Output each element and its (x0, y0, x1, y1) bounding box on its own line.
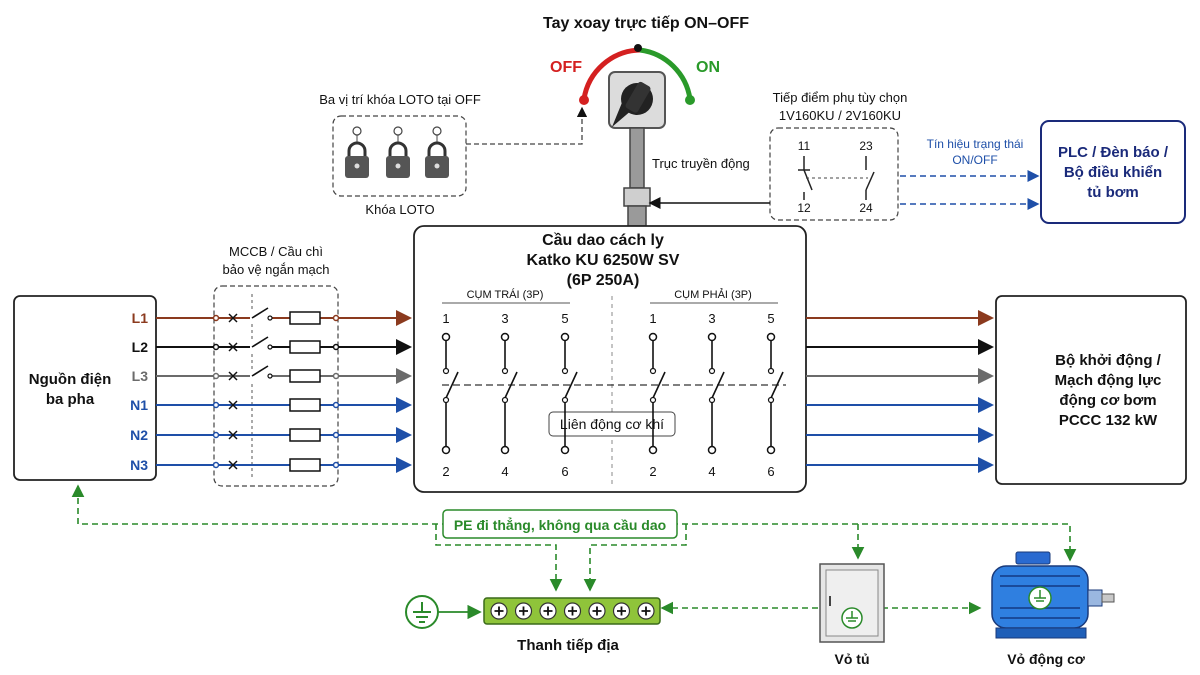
pole-3: 56 (560, 311, 578, 479)
load-line-2: Mạch động lực (1055, 372, 1162, 389)
aux-box (769, 127, 899, 221)
plc-box (1040, 120, 1186, 224)
screw-icon (588, 602, 606, 620)
source-line-1: Nguồn điện (29, 371, 112, 388)
pole-top-terminal: 5 (561, 311, 568, 326)
motor-label: Vỏ động cơ (1007, 651, 1085, 667)
pole-6: 56 (766, 311, 784, 479)
load-line-3: động cơ bơm (1059, 392, 1156, 409)
pole-4: 12 (648, 311, 666, 479)
signal-label-1: Tín hiệu trạng thái (927, 137, 1024, 151)
screw-icon (637, 602, 655, 620)
pole-1: 12 (441, 311, 459, 479)
aux-term-12: 12 (797, 201, 811, 215)
padlock-3-icon (425, 126, 449, 178)
pole-bottom-terminal: 4 (501, 464, 508, 479)
plc-line-2: Bộ điều khiển (1064, 164, 1162, 181)
screw-icon (612, 602, 631, 620)
source-box (13, 295, 157, 481)
interlock-box (548, 411, 676, 437)
isolator-title-2: Katko KU 6250W SV (527, 252, 680, 269)
mccb-line-1: MCCB / Cầu chì (229, 244, 323, 259)
isolator-title-3: (6P 250A) (567, 272, 640, 289)
earth-symbol-icon (405, 595, 439, 629)
source-terminal-label: L1 (132, 310, 149, 326)
loto-label: Khóa LOTO (365, 202, 434, 217)
plc-line-3: tủ bơm (1087, 184, 1139, 201)
screw-icon (490, 602, 508, 620)
earth-bar-screws (490, 602, 655, 620)
shaft-label: Trục truyền động (652, 156, 750, 171)
aux-term-24: 24 (859, 201, 873, 215)
padlock-2-icon (386, 126, 410, 178)
screw-icon (563, 602, 582, 620)
loto-box (332, 115, 467, 197)
source-terminal-label: N2 (130, 427, 148, 443)
pole-5: 34 (707, 311, 725, 479)
pole-top-terminal: 3 (708, 311, 715, 326)
pole-bottom-terminal: 2 (442, 464, 449, 479)
isolator-title-1: Cầu dao cách ly (542, 232, 664, 249)
load-line-4: PCCC 132 kW (1059, 412, 1158, 429)
off-dot (579, 95, 589, 105)
group-left-label: CỤM TRÁI (3P) (467, 288, 544, 301)
mccb-line-2: bảo vệ ngắn mạch (223, 262, 330, 277)
pole-top-terminal: 5 (767, 311, 774, 326)
pole-top-terminal: 3 (501, 311, 508, 326)
padlock-1-icon (345, 126, 369, 178)
group-right-label: CỤM PHẢI (3P) (674, 288, 752, 301)
on-dot (685, 95, 695, 105)
source-terminal-label: N1 (130, 397, 148, 413)
aux-title-2: 1V160KU / 2V160KU (779, 108, 901, 123)
aux-term-23: 23 (859, 139, 873, 153)
screw-icon (539, 602, 557, 620)
screw-icon (514, 602, 533, 620)
pe-network (77, 488, 1077, 615)
on-arc (639, 47, 693, 100)
source-terminal-label: N3 (130, 457, 148, 473)
pole-2: 34 (500, 311, 518, 479)
line-n1: N1N1 (130, 397, 1022, 413)
pole-top-terminal: 1 (649, 311, 656, 326)
pe-note-box (442, 509, 678, 539)
load-box (995, 295, 1187, 485)
load-line-1: Bộ khởi động / (1055, 352, 1161, 369)
motor-icon (991, 551, 1115, 639)
pole-top-terminal: 1 (442, 311, 449, 326)
aux-title-1: Tiếp điểm phụ tùy chọn (773, 90, 908, 105)
on-label: ON (696, 59, 720, 76)
cabinet-icon (819, 563, 885, 643)
pe-note: PE đi thẳng, không qua cầu dao (454, 516, 666, 533)
mccb-box (213, 285, 339, 487)
pole-bottom-terminal: 2 (649, 464, 656, 479)
aux-term-11: 11 (798, 139, 811, 153)
aux-contact-nc (798, 156, 813, 200)
pole-bottom-terminal: 4 (708, 464, 715, 479)
source-terminal-label: L3 (132, 368, 149, 384)
aux-contact-no (865, 156, 875, 200)
source-terminal-label: L2 (132, 339, 149, 355)
rotary-handle[interactable] (608, 71, 666, 129)
loto-link (466, 106, 588, 145)
drive-shaft (623, 127, 651, 227)
cabinet-label: Vỏ tủ (835, 651, 870, 667)
off-arc (581, 47, 641, 100)
loto-caption: Ba vị trí khóa LOTO tại OFF (319, 92, 481, 107)
signal-label-2: ON/OFF (952, 153, 997, 167)
pole-bottom-terminal: 6 (767, 464, 774, 479)
isolator-box (413, 225, 807, 493)
off-label: OFF (550, 59, 582, 76)
pole-bottom-terminal: 6 (561, 464, 568, 479)
earth-bar-label: Thanh tiếp địa (517, 637, 619, 654)
source-line-2: ba pha (46, 391, 95, 408)
diagram-title: Tay xoay trực tiếp ON–OFF (543, 15, 749, 32)
plc-line-1: PLC / Đèn báo / (1058, 144, 1169, 161)
interlock-label: Liên động cơ khí (560, 416, 664, 432)
handle-top-dot (634, 44, 642, 52)
